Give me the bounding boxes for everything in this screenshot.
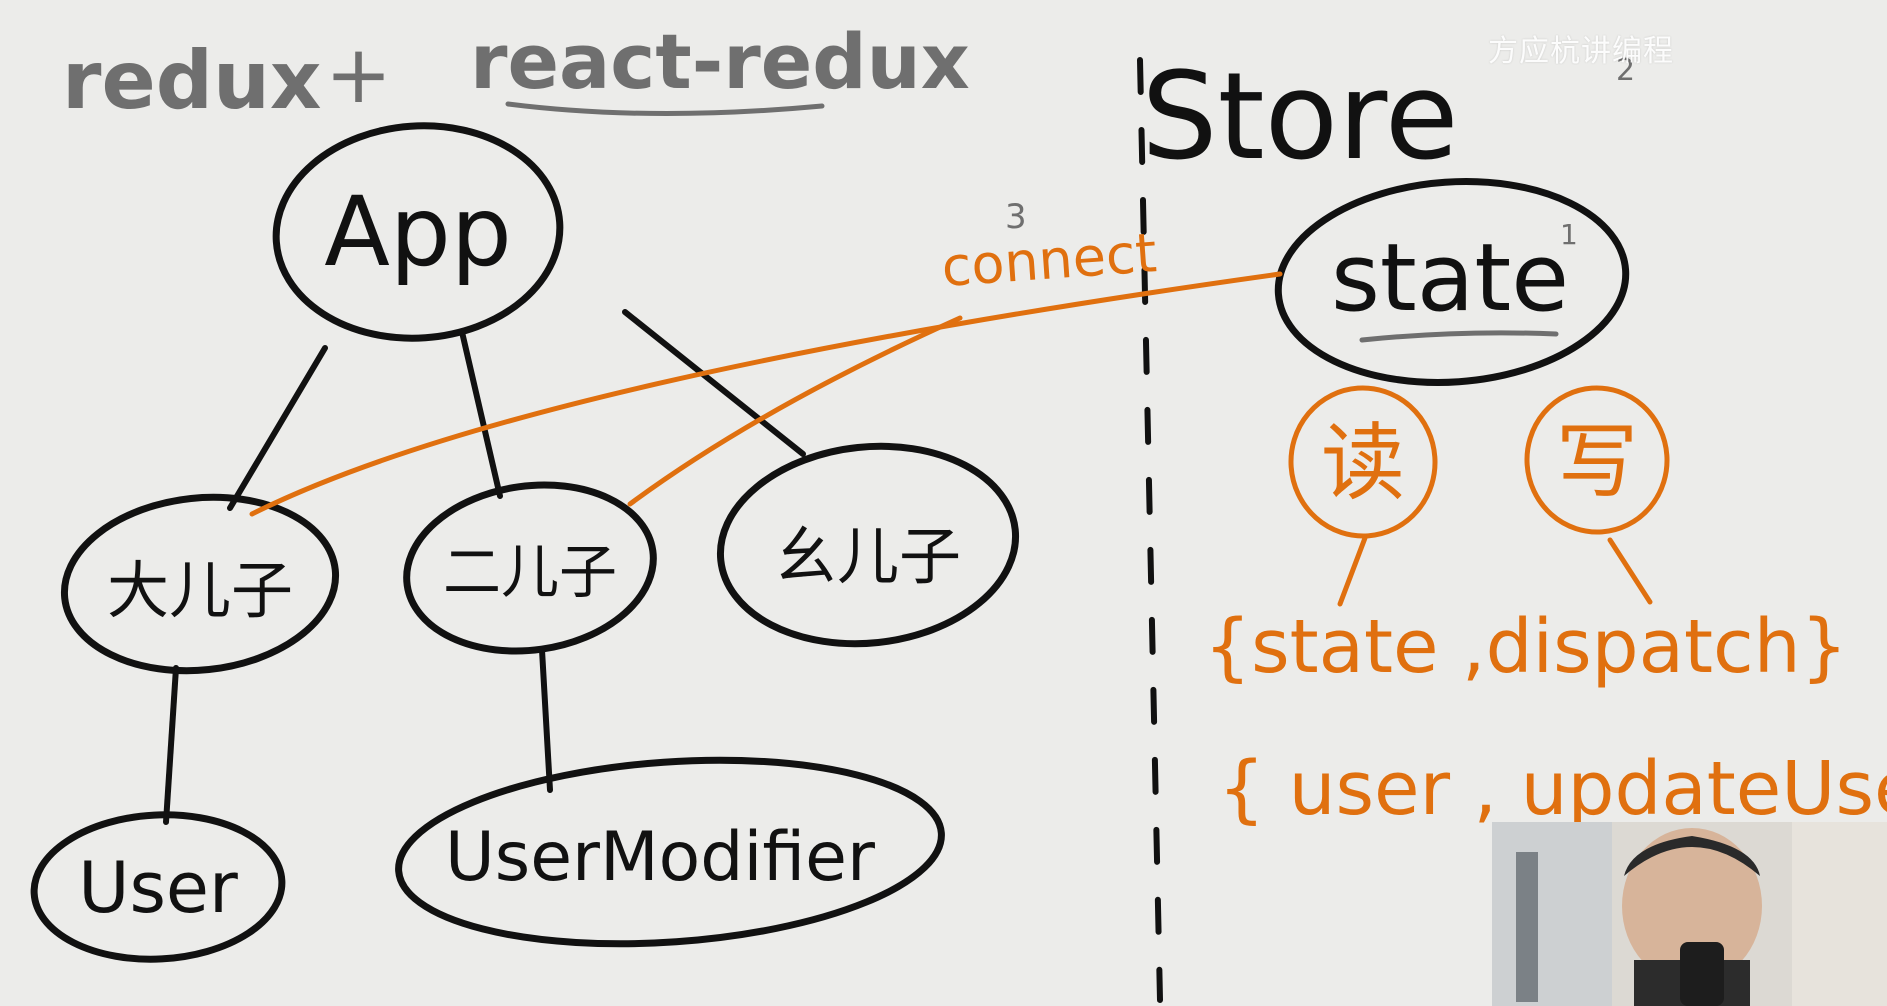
- edge-app-child3: [622, 309, 806, 457]
- connect-line-to-child1: [249, 271, 1283, 517]
- context-line-1: {state ,dispatch}: [1204, 604, 1848, 690]
- presenter-webcam-icon: [1492, 822, 1887, 1006]
- connect-label: connect: [940, 221, 1159, 299]
- webcam-figure: [1492, 822, 1887, 1006]
- edge-app-child1: [227, 345, 328, 511]
- node-child-1: [60, 493, 340, 675]
- store-title-mark: 2: [1616, 53, 1635, 88]
- connect-mark: 3: [1005, 197, 1027, 237]
- node-state-mark: 1: [1560, 218, 1578, 251]
- connect-line-to-child2: [627, 315, 963, 507]
- edge-child1-user: [163, 665, 179, 825]
- node-state: [1274, 178, 1630, 386]
- node-app: [272, 122, 564, 342]
- state-underline: [1359, 330, 1559, 343]
- divider-dashed-line: [1137, 57, 1163, 1003]
- node-child-3-label: 幺儿子: [775, 520, 961, 593]
- read-link: [1337, 535, 1368, 607]
- header-underline: [505, 101, 825, 117]
- context-line-2: { user , updateUser}: [1218, 746, 1887, 832]
- watermark-text: 方应杭讲编程: [1488, 34, 1674, 69]
- node-write: [1524, 385, 1670, 535]
- node-user-label: User: [78, 847, 238, 929]
- node-child-1-label: 大儿子: [107, 554, 293, 627]
- node-child-2-label: 二儿子: [443, 538, 617, 606]
- write-link: [1607, 537, 1653, 605]
- edge-app-child2: [459, 329, 503, 499]
- store-title: Store: [1141, 48, 1458, 187]
- header-plus: +: [325, 28, 392, 121]
- node-child-3: [716, 442, 1020, 648]
- node-child-2: [403, 481, 657, 655]
- node-state-label: state: [1331, 224, 1569, 333]
- node-read-label: 读: [1321, 414, 1405, 512]
- node-read: [1288, 385, 1438, 539]
- node-app-label: App: [324, 176, 512, 288]
- header-react-redux: react-redux: [470, 17, 970, 106]
- node-user: [30, 811, 286, 963]
- edge-child2-usermodifier: [539, 647, 553, 793]
- header-redux: redux: [62, 34, 322, 127]
- node-usermodifier: [395, 756, 945, 948]
- node-usermodifier-label: UserModifier: [445, 818, 875, 897]
- node-write-label: 写: [1556, 415, 1638, 510]
